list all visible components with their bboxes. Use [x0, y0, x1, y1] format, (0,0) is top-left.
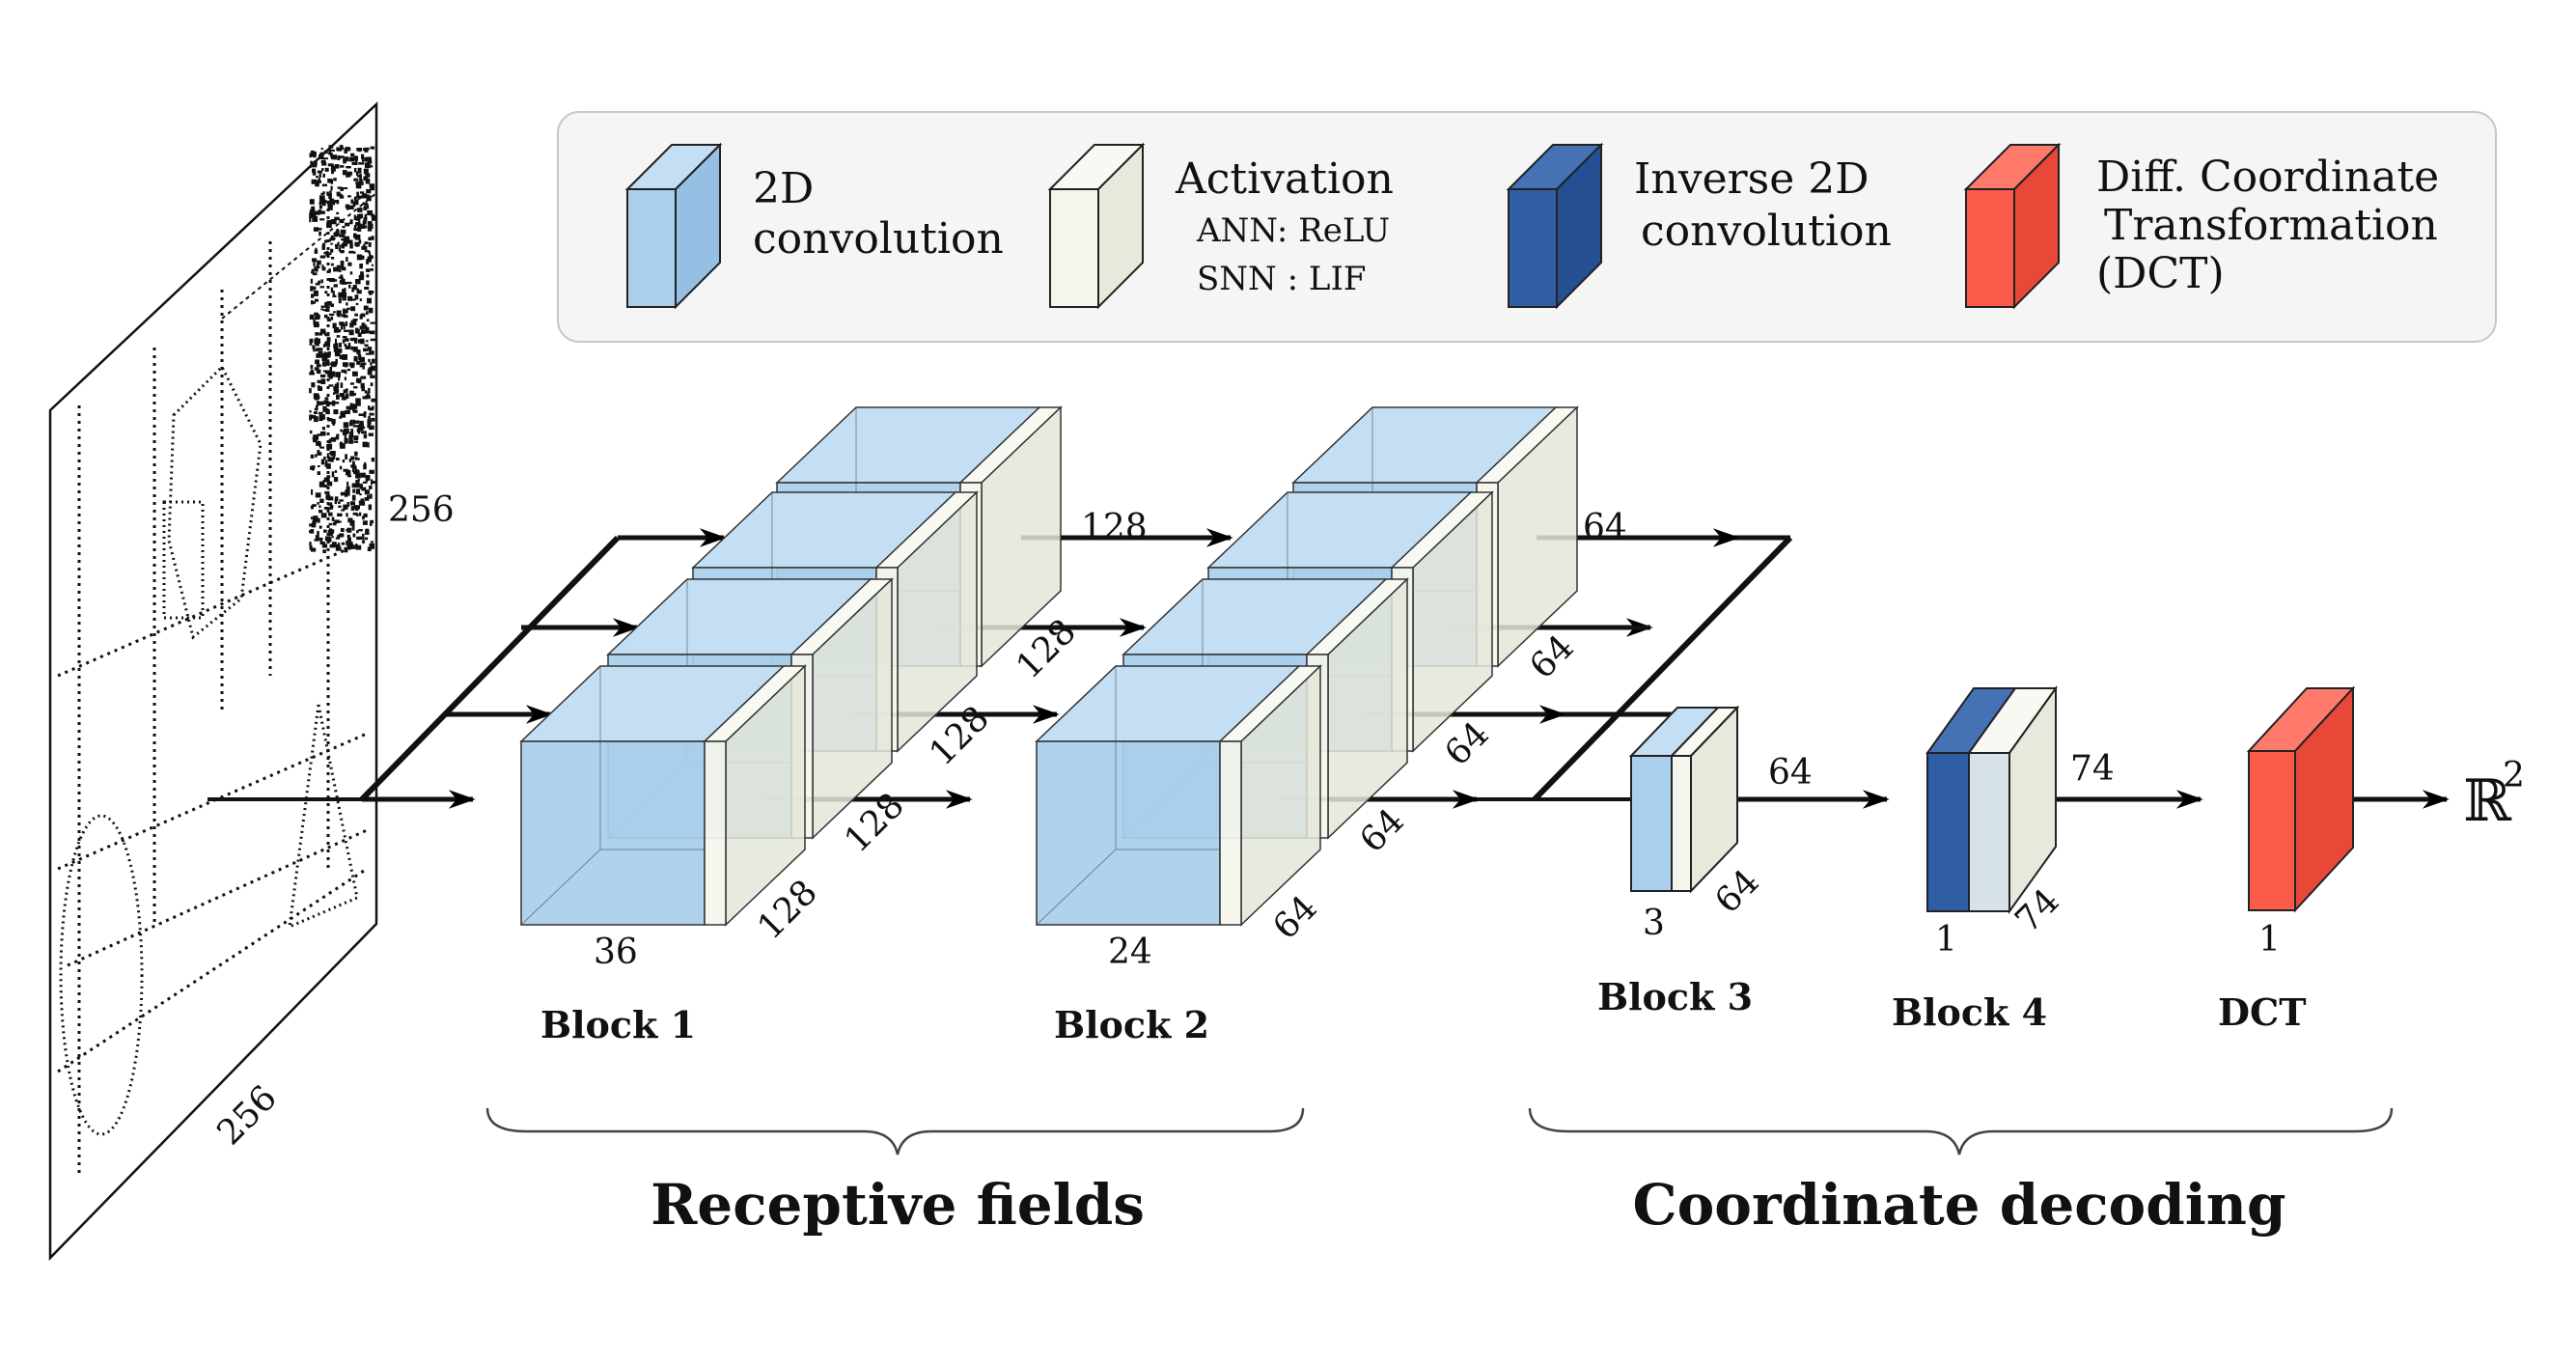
- legend-inverse-line2: convolution: [1641, 207, 1892, 256]
- legend-dct-line2: Transformation: [2104, 201, 2438, 250]
- legend-dct-line1: Diff. Coordinate: [2096, 153, 2439, 202]
- input-frame-outline: [48, 101, 378, 1262]
- legend-activation-title: Activation: [1175, 154, 1394, 204]
- decoding-label: Coordinate decoding: [1632, 1172, 2285, 1238]
- legend-activation-ann: ANN: ReLU: [1196, 211, 1390, 250]
- decoding-brace: [1528, 1107, 2394, 1156]
- block4-name: Block 4: [1892, 990, 2047, 1034]
- legend-inverse-cube: [1506, 142, 1604, 310]
- block3: 64 3 64 Block 3: [1597, 705, 1813, 1018]
- legend-dct-line3: (DCT): [2096, 249, 2225, 298]
- input-height-label: 256: [388, 490, 455, 530]
- output-space: ℝ 2: [2463, 756, 2525, 835]
- block4-out-channels: 74: [2070, 749, 2115, 789]
- block2-name: Block 2: [1054, 1003, 1209, 1046]
- dct-block: 1 DCT: [2218, 685, 2356, 1034]
- receptive-brace: [485, 1107, 1305, 1156]
- block3-out-channels: 64: [1768, 753, 1813, 793]
- legend-inverse-line1: Inverse 2D: [1634, 154, 1870, 204]
- block3-depth-label: 64: [1707, 862, 1766, 921]
- legend-activation-snn: SNN : LIF: [1197, 260, 1366, 298]
- block3-name: Block 3: [1597, 975, 1753, 1018]
- block2-width-label: 24: [1108, 933, 1152, 972]
- dct-width-label: 1: [2258, 920, 2281, 960]
- block2-stack-depth-2: 64: [1437, 714, 1496, 773]
- block1-cube-1: [519, 664, 807, 927]
- dct-name: DCT: [2218, 990, 2306, 1034]
- block2-cube-1: [1035, 664, 1322, 927]
- output-exponent: 2: [2503, 756, 2525, 795]
- dct-cube: [2246, 685, 2356, 913]
- noise-patch: [221, 145, 377, 553]
- legend-conv-line2: convolution: [753, 214, 1004, 264]
- block3-width-label: 3: [1643, 904, 1665, 943]
- legend-conv-line1: 2D: [753, 164, 814, 213]
- block1-name: Block 1: [540, 1003, 696, 1046]
- input-frame: [48, 101, 378, 1262]
- block3-activation-cube: [1669, 705, 1740, 894]
- legend-dct-cube: [1963, 142, 2062, 310]
- block4-activation-cube: [1967, 684, 2058, 915]
- block1-out-channels: 128: [1081, 508, 1148, 547]
- block4-width-label: 1: [1935, 920, 1957, 960]
- block2-stack-depth-1: 64: [1352, 801, 1411, 860]
- legend: 2D convolution Activation ANN: ReLU SNN …: [557, 111, 2497, 343]
- block2-out-channels: 64: [1583, 508, 1627, 547]
- receptive-label: Receptive fields: [651, 1172, 1145, 1238]
- block2-depth-label: 64: [1265, 888, 1324, 947]
- block1-width-label: 36: [594, 933, 638, 972]
- block2-stack-depth-3: 64: [1522, 627, 1581, 686]
- block4: 74 1 74 Block 4: [1892, 684, 2115, 1034]
- legend-activation-cube: [1047, 142, 1146, 310]
- output-symbol: ℝ: [2463, 767, 2512, 835]
- input-width-label: 256: [209, 1078, 285, 1154]
- legend-conv-cube: [624, 142, 723, 310]
